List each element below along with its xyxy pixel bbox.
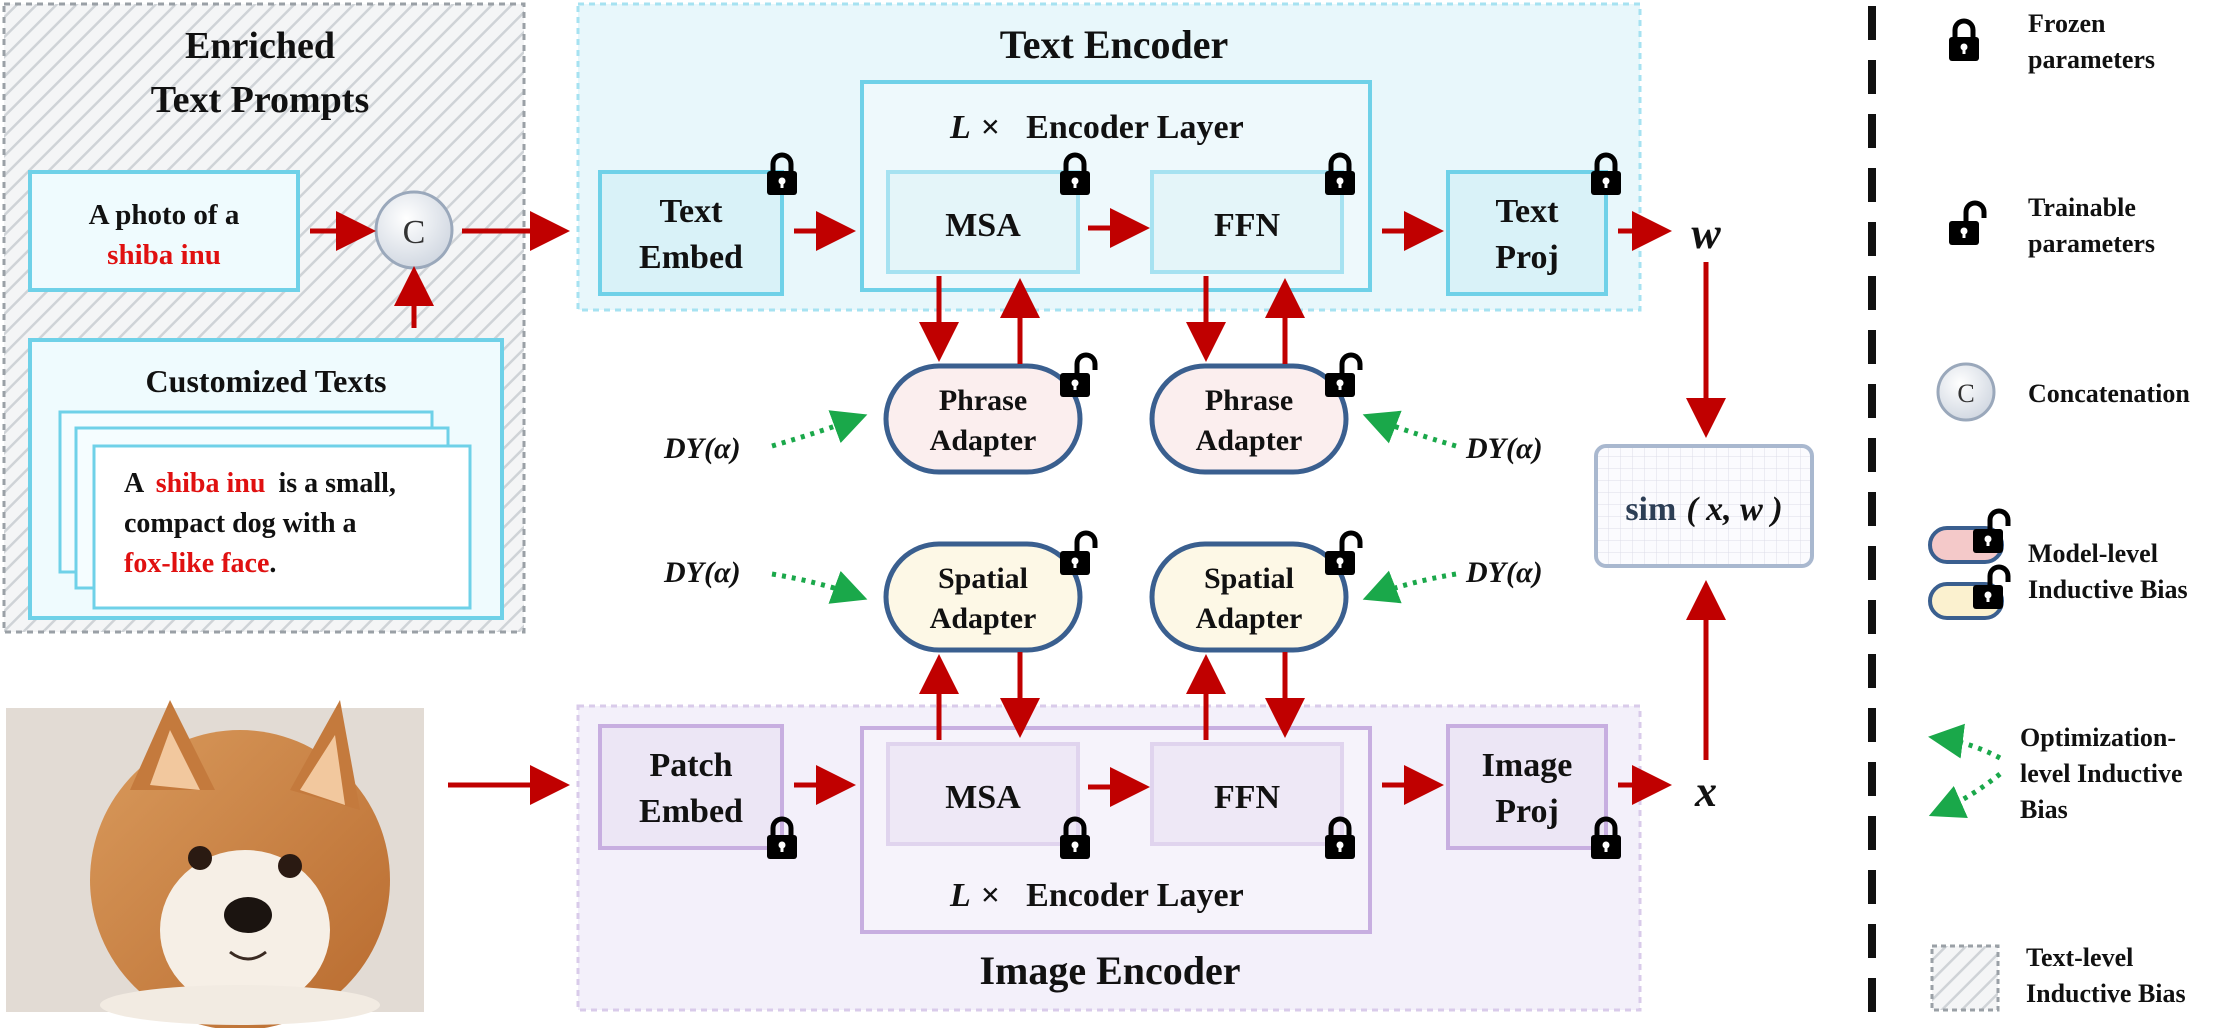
phrase-adapter-right-line2: Adapter: [1196, 424, 1303, 457]
patch-embed-line2: Embed: [639, 793, 743, 830]
image-encoder: Image Encoder Patch Embed L×Encoder Laye…: [576, 704, 1642, 1012]
legend-concat-icon: [1936, 362, 1996, 422]
spatial-adapter-left-line1: Spatial: [938, 562, 1028, 595]
patch-embed-line1: Patch: [649, 747, 732, 784]
similarity-box: sim( x, w ): [1594, 444, 1814, 568]
legend-model-line1: Model-level: [2028, 539, 2158, 568]
text-embed-box: [598, 170, 784, 296]
text-proj-line2: Proj: [1495, 239, 1559, 276]
legend-trainable-line2: parameters: [2028, 229, 2155, 258]
text-encoder: Text Encoder Text Embed L×Encoder Layer …: [576, 2, 1642, 312]
input-image: [6, 700, 424, 1028]
legend-unlock-icon: [1949, 203, 1984, 245]
spatial-adapter-left-line2: Adapter: [930, 602, 1037, 635]
legend-model-line2: Inductive Bias: [2028, 575, 2188, 604]
panel-title-line2: Text Prompts: [151, 79, 370, 121]
text-output-symbol: w: [1691, 209, 1721, 258]
spatial-adapter-right: Spatial Adapter: [1149, 533, 1360, 653]
dy-label-phrase-left: DY(α): [663, 432, 741, 465]
dy-label-spatial-right: DY(α): [1465, 556, 1543, 589]
custom-text-line3: fox-like face.: [124, 548, 276, 579]
text-ffn-label: FFN: [1214, 207, 1281, 244]
image-proj-line2: Proj: [1495, 793, 1559, 830]
legend-trainable-line1: Trainable: [2028, 193, 2136, 222]
concat-symbol: C: [403, 214, 426, 251]
legend-text-level-line2: Inductive Bias: [2026, 979, 2186, 1008]
phrase-adapter-left: Phrase Adapter: [883, 355, 1095, 475]
prompt-box: A photo of a shiba inu: [28, 170, 300, 292]
dy-label-spatial-left: DY(α): [663, 556, 741, 589]
patch-embed-box: [598, 724, 784, 850]
customized-texts-box: Customized Texts A shiba inu is a small,…: [28, 338, 504, 620]
data-flow-arrows: [310, 208, 1726, 807]
custom-text-line1: A shiba inu is a small,: [124, 468, 396, 499]
customized-texts-title: Customized Texts: [146, 363, 387, 399]
text-layer-repeat: L×Encoder Layer: [949, 109, 1244, 146]
legend-opt-line2: level Inductive: [2020, 759, 2183, 788]
similarity-expression: sim( x, w ): [1625, 491, 1782, 528]
legend-model-unlock-icon-2: [1973, 567, 2008, 609]
panel-title-line1: Enriched: [185, 25, 335, 67]
spatial-adapter-left-unlock-icon: [1060, 533, 1095, 575]
image-proj-box: [1446, 724, 1608, 850]
spatial-adapter-right-line2: Adapter: [1196, 602, 1303, 635]
spatial-adapter-right-line1: Spatial: [1204, 562, 1294, 595]
phrase-adapter-right-unlock-icon: [1325, 355, 1360, 397]
optimization-arrows: [771, 410, 1457, 604]
text-proj-box: [1446, 170, 1608, 296]
text-ffn-box: [1150, 170, 1344, 274]
image-layer-repeat: L×Encoder Layer: [949, 877, 1244, 914]
image-output-symbol: x: [1694, 767, 1717, 816]
text-embed-line1: Text: [660, 193, 724, 230]
legend-lock-icon: [1949, 21, 1979, 61]
prompt-highlight: shiba inu: [107, 239, 221, 271]
phrase-adapter-left-line2: Adapter: [930, 424, 1037, 457]
enriched-text-prompts-panel: Enriched Text Prompts A photo of a shiba…: [2, 2, 526, 634]
concatenation-node: C: [374, 190, 454, 270]
text-msa-box: [886, 170, 1080, 274]
legend-frozen-line2: parameters: [2028, 45, 2155, 74]
legend-frozen-line1: Frozen: [2028, 9, 2106, 38]
image-encoder-title: Image Encoder: [979, 948, 1240, 993]
phrase-adapter-right: Phrase Adapter: [1149, 355, 1360, 475]
legend-text-level-swatch: [1930, 944, 2000, 1012]
prompt-text: A photo of a: [89, 199, 240, 231]
phrase-adapter-right-line1: Phrase: [1205, 384, 1293, 417]
image-msa-box: [886, 742, 1080, 846]
legend: Frozen parameters Trainable parameters C…: [1928, 9, 2190, 1012]
spatial-adapter-right-unlock-icon: [1325, 533, 1360, 575]
image-msa-label: MSA: [945, 779, 1021, 816]
spatial-adapter-left: Spatial Adapter: [883, 533, 1095, 653]
legend-text-level-line1: Text-level: [2026, 943, 2133, 972]
image-ffn-label: FFN: [1214, 779, 1281, 816]
text-msa-label: MSA: [945, 207, 1021, 244]
phrase-adapter-left-line1: Phrase: [939, 384, 1027, 417]
text-encoder-title: Text Encoder: [1000, 22, 1229, 67]
text-embed-line2: Embed: [639, 239, 743, 276]
legend-opt-line1: Optimization-: [2020, 723, 2176, 752]
legend-concat-label: Concatenation: [2028, 379, 2190, 408]
legend-model-unlock-icon-1: [1973, 511, 2008, 553]
image-ffn-box: [1150, 742, 1344, 846]
legend-concat-symbol: C: [1957, 379, 1974, 408]
legend-opt-arrow-up: [1928, 723, 2002, 761]
custom-text-line2: compact dog with a: [124, 508, 357, 539]
legend-opt-arrow-down: [1928, 772, 2002, 819]
dy-label-phrase-right: DY(α): [1465, 432, 1543, 465]
phrase-adapter-left-unlock-icon: [1060, 355, 1095, 397]
legend-opt-line3: Bias: [2020, 795, 2068, 824]
text-proj-line1: Text: [1496, 193, 1560, 230]
image-proj-line1: Image: [1482, 747, 1573, 784]
